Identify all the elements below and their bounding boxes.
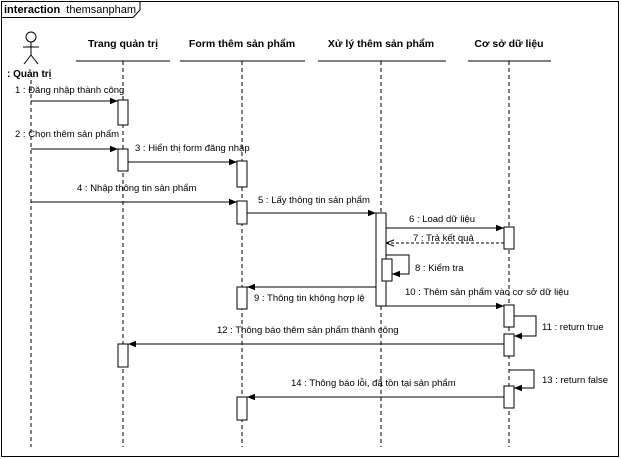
activation-csdl-4 bbox=[503, 385, 515, 409]
message-label-6: 6 : Load dữ liệu bbox=[409, 214, 475, 225]
message-label-7: 7 : Trả kết quả bbox=[413, 233, 474, 244]
message-arrow-13 bbox=[509, 369, 535, 392]
lifeline-co-so-du-lieu: Cơ sở dữ liệu bbox=[468, 38, 551, 447]
message-arrow-11 bbox=[514, 315, 537, 340]
lifeline-label-co-so-du-lieu: Cơ sở dữ liệu bbox=[474, 38, 543, 50]
lifeline-form-them-san-pham: Form thêm sản phẩm bbox=[180, 38, 305, 447]
actor-head bbox=[25, 31, 37, 43]
activation-form-4 bbox=[236, 396, 248, 421]
activation-trang-quan-tri-1 bbox=[117, 99, 129, 126]
actor-leg-right bbox=[30, 54, 39, 65]
message-label-2: 2 : Chọn thêm sản phẩm bbox=[15, 129, 119, 140]
message-arrow-8 bbox=[386, 254, 410, 278]
activation-form-3 bbox=[236, 286, 248, 310]
lifeline-label-form-them-san-pham: Form thêm sản phẩm bbox=[189, 38, 295, 50]
activation-form-1 bbox=[236, 160, 248, 188]
activation-csdl-1 bbox=[503, 226, 515, 250]
actor-label: : Quản trị bbox=[7, 69, 52, 80]
activation-csdl-2 bbox=[503, 304, 515, 328]
activation-xu-ly-self bbox=[381, 258, 393, 282]
message-label-3: 3 : Hiển thị form đăng nhập bbox=[135, 143, 250, 154]
message-label-1: 1 : Đăng nhập thành công bbox=[15, 85, 124, 96]
activation-csdl-3 bbox=[503, 333, 515, 357]
actor-leg-left bbox=[23, 54, 32, 65]
activation-trang-quan-tri-3 bbox=[117, 343, 129, 368]
actor-quan-tri: : Quản trị bbox=[7, 31, 52, 80]
message-label-9: 9 : Thông tin không hợp lệ bbox=[254, 293, 365, 304]
frame-title: interaction themsanpham bbox=[4, 4, 136, 16]
frame-tab bbox=[1, 1, 141, 18]
message-label-8: 8 : Kiểm tra bbox=[415, 263, 464, 274]
lifeline-label-trang-quan-tri: Trang quản trị bbox=[88, 38, 158, 50]
activation-form-2 bbox=[236, 200, 248, 225]
message-label-4: 4 : Nhập thông tin sản phẩm bbox=[77, 183, 196, 194]
message-label-13: 13 : return false bbox=[542, 375, 608, 386]
message-label-14: 14 : Thông báo lỗi, đã tồn tại sản phẩm bbox=[291, 378, 456, 389]
message-label-12: 12 : Thông báo thêm sản phẩm thành công bbox=[217, 325, 399, 336]
message-label-5: 5 : Lấy thông tin sản phẩm bbox=[258, 195, 370, 206]
message-label-11: 11 : return true bbox=[542, 322, 604, 333]
activation-trang-quan-tri-2 bbox=[117, 148, 129, 172]
lifeline-trang-quan-tri: Trang quản trị bbox=[76, 38, 170, 447]
frame-name: themsanpham bbox=[66, 4, 136, 16]
frame-keyword: interaction bbox=[4, 4, 61, 16]
message-label-10: 10 : Thêm sản phẩm vào cơ sở dữ liệu bbox=[405, 287, 569, 298]
lifeline-label-xu-ly-them-san-pham: Xử lý thêm sản phẩm bbox=[328, 38, 434, 50]
